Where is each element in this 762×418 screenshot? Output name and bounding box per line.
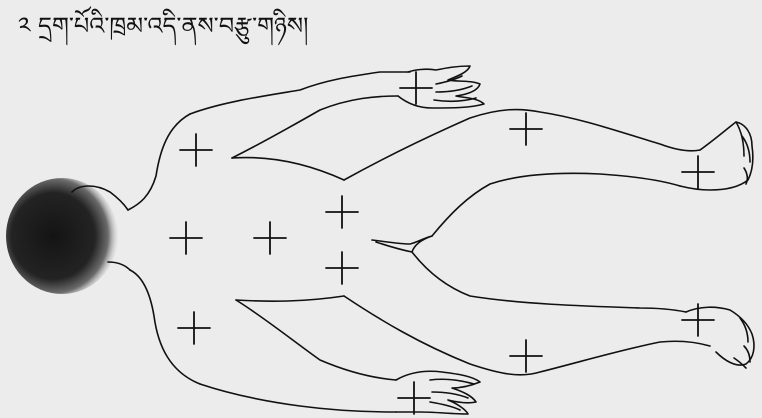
marker-hand-top — [400, 72, 432, 104]
marker-hand-bottom — [398, 382, 430, 414]
arm-top-inner — [232, 96, 398, 158]
marker-shoulder-top — [180, 134, 212, 166]
marker-knee-top — [510, 113, 542, 145]
head-shape — [6, 178, 118, 294]
leg-bottom-inner — [412, 252, 686, 312]
arm-bottom-inner — [236, 300, 396, 380]
arm-top-outer — [190, 72, 410, 114]
foot-top-shape — [680, 122, 753, 190]
chest-bottom-line — [236, 296, 344, 301]
marker-chest-mid — [254, 222, 286, 254]
leg-top-outer — [344, 110, 700, 180]
marker-abdomen-lower — [326, 252, 358, 284]
groin-line — [372, 236, 432, 252]
leg-top-inner — [432, 173, 680, 236]
marker-abdomen-upper — [326, 196, 358, 228]
foot-bottom-shape — [686, 307, 754, 365]
neck-bottom — [130, 270, 200, 384]
neck-top — [128, 114, 190, 210]
marker-foot-bottom — [682, 304, 714, 336]
marker-chest-left — [170, 222, 202, 254]
marker-shoulder-bottom — [178, 312, 210, 344]
chest-top-line — [232, 158, 344, 180]
marker-knee-bottom — [510, 340, 542, 372]
marker-foot-top — [682, 156, 714, 188]
arm-bottom-outer — [200, 384, 396, 412]
